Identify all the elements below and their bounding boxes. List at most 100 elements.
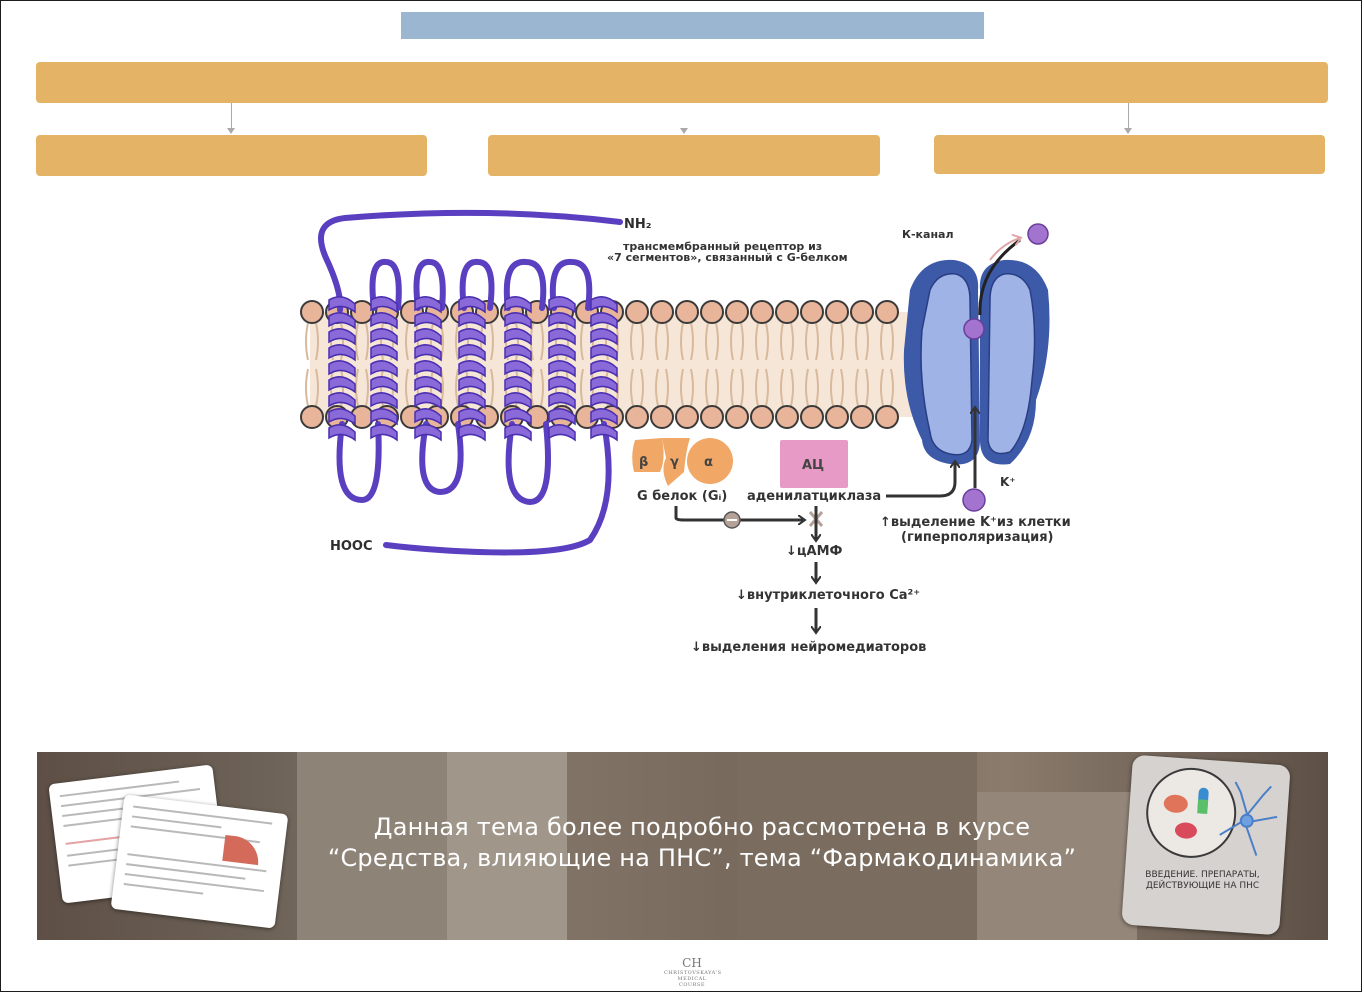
connector-left [231,103,232,130]
lipid-tail [355,368,359,407]
lipid-tail [890,322,894,361]
banner-line1: Данная тема более подробно рассмотрена в… [373,813,1031,841]
brand-logo: CH CHRISTOVSKAYA'S MEDICAL COURSE [664,956,721,988]
lipid-tail [490,322,494,361]
lipid-tail [665,322,669,361]
lipid-head [700,405,724,429]
lipid-tail [405,368,409,407]
lipid-head [750,300,774,324]
hooc-label: HOOC [330,539,373,554]
lipid-tail [630,322,634,361]
ac-to-channel-arrow [886,462,955,498]
beta-label: β [639,455,648,470]
camp-label: ↓цАМФ [786,544,843,559]
k-channel [903,259,1050,465]
lipid-tail [815,322,819,361]
lipid-tail [565,322,569,361]
g-beta-subunit [632,438,664,472]
lipid-tail [865,322,869,361]
lipid-head [825,300,849,324]
lipid-head [625,405,649,429]
lipid-head [875,405,899,429]
lipid-tail [630,368,634,407]
lipid-head [300,405,324,429]
lipid-tail [690,322,694,361]
book-spine-3 [737,752,977,940]
lipid-tail [455,322,459,361]
lipid-head [675,405,699,429]
ac-box-label: АЦ [802,458,824,473]
pill-red-icon [1174,822,1197,839]
lipid-tail [880,322,884,361]
book-spine-1 [297,752,447,940]
neuron-icon [1219,781,1278,856]
lipid-tail [355,322,359,361]
lipid-tail [880,368,884,407]
k-exit-arrow [989,238,1020,261]
k-release-line1: ↑выделение K⁺из клетки [880,515,1071,530]
lipid-head [700,300,724,324]
lipid-tail [705,368,709,407]
receptor-helices [328,296,618,442]
lipid-head [750,405,774,429]
lipid-tail [705,322,709,361]
helix-segment [414,296,442,442]
lipid-tail [665,368,669,407]
lipid-tail [780,322,784,361]
course-banner[interactable]: Данная тема более подробно рассмотрена в… [37,752,1328,940]
course-card-illustration [1146,767,1278,858]
lipid-tail [840,368,844,407]
lipid-tail [755,322,759,361]
lipid-head [350,300,374,324]
lipid-tail [730,322,734,361]
lipid-tail [815,368,819,407]
connector-left-arrow [227,128,235,134]
book-spine-2 [447,752,567,940]
nh2-label: NH₂ [624,217,651,232]
k-ion-label: K⁺ [1000,475,1016,489]
pill-orange-icon [1163,794,1188,813]
k-ion-inside [962,488,986,512]
lipid-tail [780,368,784,407]
connector-right [1128,103,1129,130]
lipid-tail [640,322,644,361]
lipid-tail [790,368,794,407]
k-channel-label: К-канал [902,228,954,241]
banner-line2: “Средства, влияющие на ПНС”, тема “Фарма… [327,844,1077,872]
lipid-head [800,300,824,324]
book-spine-4 [977,792,1137,940]
lipid-tail [315,368,319,407]
course-card[interactable]: ВВЕДЕНИЕ. ПРЕПАРАТЫ, ДЕЙСТВУЮЩИЕ НА ПНС [1121,754,1291,936]
lipid-tail [765,368,769,407]
doc-preview-front [110,794,289,929]
lipid-tail [515,322,519,361]
lipid-head [800,405,824,429]
lipid-head [650,300,674,324]
lipid-tail [865,368,869,407]
alpha-label: α [704,455,713,470]
lipid-head [825,405,849,429]
receptor-label-line1: трансмембранный рецептор из [623,240,822,253]
receptor-diagram: NH₂ трансмембранный рецептор из «7 сегме… [300,209,1071,655]
g-gamma-subunit [662,438,690,486]
k-ion-outside [1027,223,1049,245]
g-alpha-subunit [687,438,733,484]
lipid-tail [455,368,459,407]
lipid-head [850,300,874,324]
lipid-tail [540,368,544,407]
adenylate-label: аденилатциклаза [747,489,881,504]
lipid-tail [605,322,609,361]
course-card-text: ВВЕДЕНИЕ. ПРЕПАРАТЫ, ДЕЙСТВУЮЩИЕ НА ПНС [1145,869,1260,891]
k-efflux-arrow [978,238,1021,316]
helix-segment [328,296,356,442]
connector-right-arrow [1124,128,1132,134]
k-ion-channel [963,318,985,340]
g-protein: β γ α [632,438,733,486]
lipid-tail [365,368,369,407]
lipid-tail [790,322,794,361]
receptor-loops [318,209,623,556]
lipid-tail [305,368,309,407]
lipid-tail [715,368,719,407]
helix-segment [548,296,576,442]
lipid-head [875,300,899,324]
